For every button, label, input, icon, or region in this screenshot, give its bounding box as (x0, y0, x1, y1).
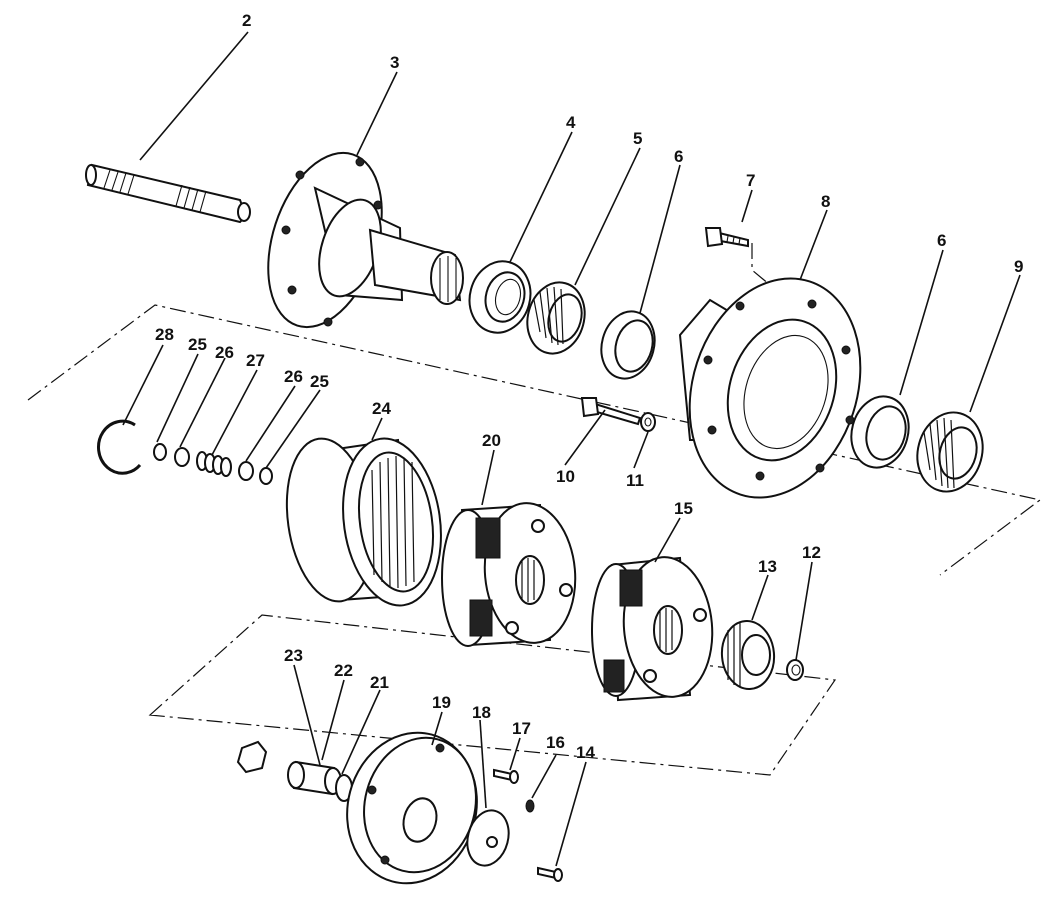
label-21: 21 (370, 673, 389, 692)
label-22: 22 (334, 661, 353, 680)
part-28-snap-ring (97, 419, 142, 475)
part-6-bearing-cup-inner (600, 310, 656, 380)
label-19: 19 (432, 693, 451, 712)
part-4-seal (468, 260, 532, 334)
part-22-plug (287, 760, 342, 796)
part-25-retainer-a (153, 443, 167, 461)
label-23: 23 (284, 646, 303, 665)
part-2-axle-shaft (85, 163, 251, 224)
label-13: 13 (758, 557, 777, 576)
part-26-washer-b (238, 461, 254, 481)
part-26-washer-a (174, 447, 190, 467)
label-26-a: 26 (215, 343, 234, 362)
label-7: 7 (746, 171, 755, 190)
label-15: 15 (674, 499, 693, 518)
part-11-washer (640, 412, 656, 432)
label-14: 14 (576, 743, 595, 762)
label-3: 3 (390, 53, 399, 72)
lower-assembly-boundary (148, 614, 837, 776)
part-7-bolt (704, 227, 749, 248)
part-number-labels: 2 3 4 5 6 7 8 6 9 28 25 26 27 26 25 24 2… (155, 11, 1023, 762)
label-27: 27 (246, 351, 265, 370)
part-9-bearing-cone (916, 411, 984, 493)
part-12-thrust-washer (786, 659, 804, 681)
label-8: 8 (821, 192, 830, 211)
label-17: 17 (512, 719, 531, 738)
label-16: 16 (546, 733, 565, 752)
part-20-planet-carrier (441, 502, 577, 647)
label-18: 18 (472, 703, 491, 722)
label-28: 28 (155, 325, 174, 344)
part-15-planet-carrier (591, 556, 714, 702)
label-5: 5 (633, 129, 642, 148)
part-14-screw (537, 866, 563, 882)
label-6-outer: 6 (937, 231, 946, 250)
label-26-b: 26 (284, 367, 303, 386)
part-10-bolt (580, 397, 642, 426)
part-8-hub (678, 277, 862, 499)
part-23-lock-plate (236, 740, 268, 774)
part-24-ring-gear (285, 437, 442, 607)
label-4: 4 (566, 113, 576, 132)
part-17-screw (493, 768, 519, 784)
bolt7-center-line (751, 243, 771, 286)
part-13-sun-gear (720, 620, 776, 690)
part-25-retainer-b (259, 467, 273, 485)
label-6-inner: 6 (674, 147, 683, 166)
label-12: 12 (802, 543, 821, 562)
label-9: 9 (1014, 257, 1023, 276)
leader-lines (122, 31, 1021, 867)
part-18-plate (466, 809, 510, 867)
part-5-bearing-cone (526, 281, 586, 355)
part-16-set-screw (525, 799, 535, 813)
label-11: 11 (626, 471, 644, 490)
label-24: 24 (372, 399, 391, 418)
label-2: 2 (242, 11, 251, 30)
part-3-spindle-flange (267, 151, 464, 329)
label-20: 20 (482, 431, 501, 450)
part-6-bearing-cup-outer (850, 395, 910, 469)
label-10: 10 (556, 467, 575, 486)
label-25-b: 25 (310, 372, 329, 391)
part-27-spring (196, 451, 232, 477)
label-25-a: 25 (188, 335, 207, 354)
